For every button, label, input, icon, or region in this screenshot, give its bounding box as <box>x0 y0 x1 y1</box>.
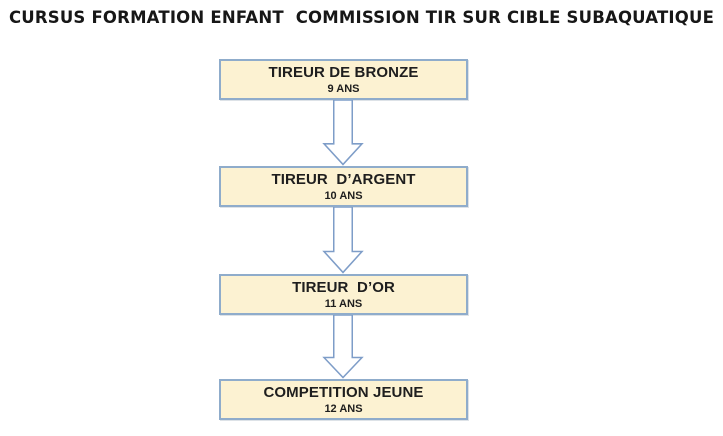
down-arrow-icon <box>321 100 365 166</box>
flow-step-tireur-de-bronze: TIREUR DE BRONZE 9 ANS <box>219 59 468 100</box>
step-label: TIREUR D’OR <box>292 279 395 296</box>
down-arrow-icon <box>321 315 365 379</box>
down-arrow-icon <box>321 207 365 274</box>
flow-step-tireur-d-argent: TIREUR D’ARGENT 10 ANS <box>219 166 468 207</box>
step-age: 9 ANS <box>327 83 360 95</box>
step-age: 12 ANS <box>324 403 363 415</box>
flow-step-competition-jeune: COMPETITION JEUNE 12 ANS <box>219 379 468 420</box>
step-label: COMPETITION JEUNE <box>263 384 424 401</box>
step-age: 10 ANS <box>324 190 363 202</box>
page-title: CURSUS FORMATION ENFANT COMMISSION TIR S… <box>8 8 715 27</box>
step-age: 11 ANS <box>324 298 363 310</box>
step-label: TIREUR D’ARGENT <box>271 171 416 188</box>
flow-step-tireur-d-or: TIREUR D’OR 11 ANS <box>219 274 468 315</box>
step-label: TIREUR DE BRONZE <box>268 64 419 81</box>
